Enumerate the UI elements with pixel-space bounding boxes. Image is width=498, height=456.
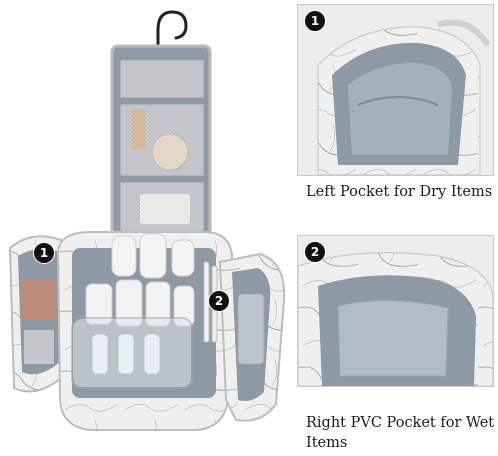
inset-1-badge: 1 bbox=[304, 10, 326, 32]
right-pocket-caption: Right PVC Pocket for Wet Items bbox=[306, 415, 495, 451]
badge-left-pocket: 1 bbox=[33, 242, 55, 264]
main-product-photo: 1 2 bbox=[8, 10, 286, 431]
left-pocket-closeup bbox=[298, 5, 493, 175]
hanger-hook-icon bbox=[156, 10, 188, 50]
inset-right-pocket-photo: 2 bbox=[297, 235, 494, 387]
toiletry-bag-illustration bbox=[8, 10, 286, 431]
inset-2-badge: 2 bbox=[304, 241, 326, 263]
right-pocket-closeup bbox=[298, 236, 493, 386]
left-pocket-caption: Left Pocket for Dry Items bbox=[306, 184, 493, 200]
inset-left-pocket-photo: 1 bbox=[297, 4, 494, 176]
badge-right-pocket: 2 bbox=[208, 290, 230, 312]
